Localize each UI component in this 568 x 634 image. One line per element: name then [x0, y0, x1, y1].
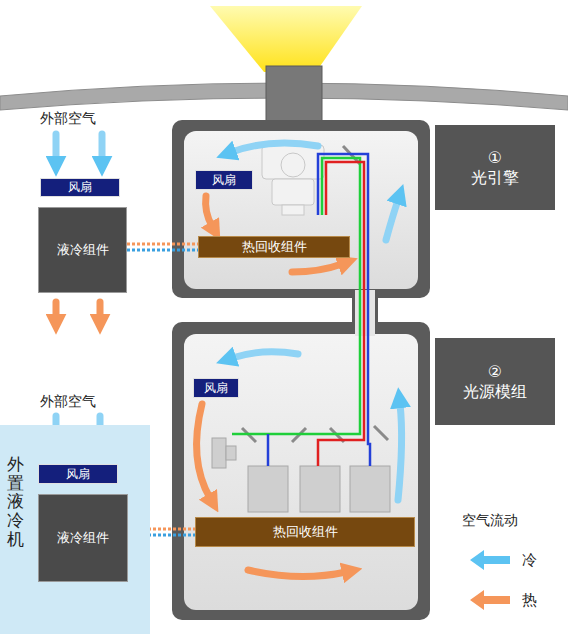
light-sources — [212, 438, 390, 512]
legend-swatch — [470, 550, 510, 570]
light-beam — [210, 6, 362, 72]
node-text: 液冷组件 — [57, 242, 109, 258]
module-label-box: ①光引擎 — [435, 125, 555, 210]
blue-light-path — [267, 434, 270, 466]
heat-recovery-box: 热回收组件 — [198, 236, 350, 258]
liquid-cooling-box: 液冷组件 — [38, 494, 128, 582]
node-text: ② — [488, 362, 502, 381]
green-light-path — [232, 158, 360, 434]
coolant-pipe — [127, 244, 198, 250]
engine-interior — [184, 131, 418, 289]
legend-title: 空气流动 — [462, 512, 518, 530]
airflow-label: 外部空气 — [40, 110, 96, 128]
blue-light-path — [318, 154, 370, 466]
engine-housing — [172, 120, 430, 298]
red-light-path — [318, 162, 364, 466]
node-text: 风扇 — [204, 381, 228, 395]
fan-box: 风扇 — [40, 178, 120, 197]
node-text: 光源模组 — [463, 382, 527, 401]
fan-box: 风扇 — [193, 378, 239, 398]
node-text: 热回收组件 — [273, 524, 338, 540]
heat-recovery-box: 热回收组件 — [195, 517, 415, 547]
node-text: 风扇 — [68, 180, 92, 194]
legend-swatch-frame — [468, 588, 512, 612]
node-text: 热回收组件 — [242, 239, 307, 255]
external-chiller-panel: 外置液冷机 风扇液冷组件 — [0, 425, 150, 634]
pipe-line — [127, 243, 198, 246]
legend-entry: 冷 — [468, 548, 537, 572]
legend-text: 冷 — [522, 551, 537, 569]
legend-swatch-frame — [468, 548, 512, 572]
pipe-line — [127, 249, 198, 252]
node-text: 光引擎 — [471, 168, 519, 187]
light-source-interior — [184, 334, 418, 610]
fan-box: 风扇 — [195, 170, 253, 190]
legend-text: 热 — [522, 591, 537, 609]
fan-box: 风扇 — [38, 464, 118, 484]
legend-swatch — [470, 590, 510, 610]
node-text: 液冷组件 — [57, 530, 109, 546]
panel-title: 外置液冷机 — [7, 456, 24, 549]
module-label-box: ②光源模组 — [435, 338, 555, 425]
airflow-label: 外部空气 — [40, 393, 96, 411]
node-text: 风扇 — [66, 467, 90, 481]
node-text: 风扇 — [212, 173, 236, 187]
optics — [262, 145, 324, 215]
legend-entry: 热 — [468, 588, 537, 612]
liquid-cooling-box: 液冷组件 — [38, 207, 127, 293]
node-text: ① — [488, 148, 502, 167]
light-source-housing — [172, 322, 430, 620]
